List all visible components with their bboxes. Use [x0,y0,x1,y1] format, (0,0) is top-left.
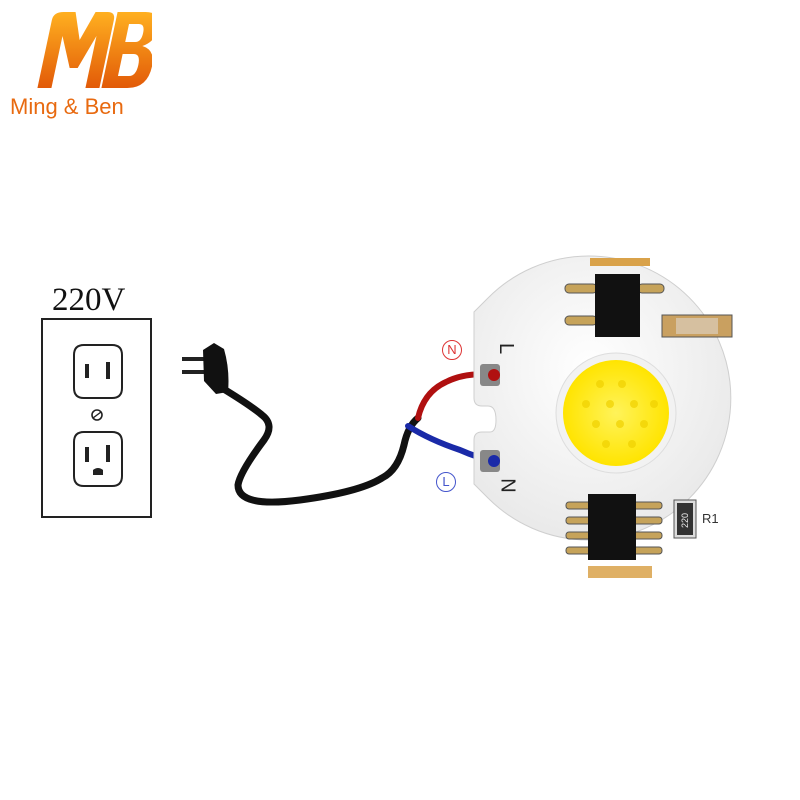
brand-logo: Ming & Ben [10,8,160,123]
outlet-socket-top [73,344,123,399]
resistor-code: 220 [680,512,690,528]
power-cable [218,384,422,506]
terminal-label-bottom: N [496,478,519,493]
logo-text: Ming & Ben [10,94,124,119]
bottom-ic-chip [565,494,663,560]
smd-capacitor [661,314,733,338]
voltage-label: 220V [52,282,126,318]
outlet-socket-bottom [73,431,123,487]
resistor-r1 [673,499,697,539]
terminal-label-top: L [495,342,518,355]
outlet-screw-icon [91,409,103,421]
circle-label-bottom: L [436,472,456,492]
cob-led-icon [555,352,677,474]
logo-mark-icon [37,12,152,88]
wall-outlet [41,318,152,518]
resistor-ref-label: R1 [702,511,719,526]
top-ic-chip [564,274,665,337]
circle-label-top: N [442,340,462,360]
power-plug-icon [182,343,229,394]
